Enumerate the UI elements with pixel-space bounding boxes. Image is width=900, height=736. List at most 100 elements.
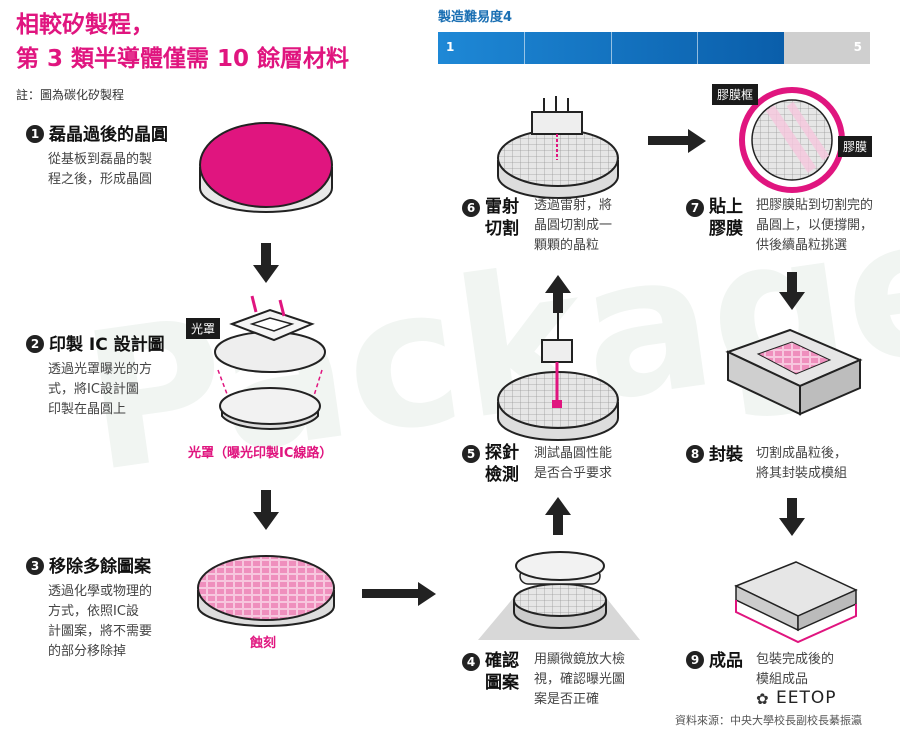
- step-desc-line: 供後續晶粒挑選: [756, 238, 848, 253]
- step-desc-line: 用顯微鏡放大檢: [534, 652, 626, 667]
- step-desc-line: 計圖案，將不需要: [48, 624, 153, 639]
- step-desc-line: 將其封裝成模組: [756, 466, 848, 481]
- finished-modules-illustration: [734, 561, 858, 644]
- step-title-line: 雷射: [485, 197, 519, 217]
- step-number: 3: [26, 557, 44, 575]
- film-frame-tag: 膠膜框: [712, 84, 759, 105]
- step-title: 磊晶過後的晶圓: [49, 125, 168, 145]
- step-desc-line: 透過雷射，將: [534, 198, 613, 213]
- difficulty-bar: 1 5: [438, 32, 870, 64]
- package-module-illustration: [725, 328, 863, 416]
- step-desc-line: 方式，依照IC設: [48, 604, 139, 619]
- laser-cutting-illustration: [497, 96, 619, 199]
- arrow-down-3: [779, 272, 805, 310]
- step-title: 封裝: [709, 445, 743, 465]
- etch-caption: 蝕刻: [250, 636, 277, 651]
- step-title: 印製 IC 設計圖: [49, 335, 165, 355]
- difficulty-value: 4: [503, 10, 513, 25]
- step-desc-line: 程之後，形成晶圓: [48, 172, 153, 187]
- bar-divider: [697, 32, 698, 64]
- step-4-desc: 用顯微鏡放大檢 視，確認曝光圖 案是否正確: [534, 650, 625, 710]
- step-8-desc: 切割成晶粒後， 將其封裝成模組: [756, 444, 847, 484]
- step-desc-line: 透過化學或物理的: [48, 584, 153, 599]
- step-title: 移除多餘圖案: [49, 557, 151, 577]
- difficulty-min: 1: [446, 40, 455, 54]
- step-desc-line: 模組成品: [756, 672, 809, 687]
- step-desc-line: 印製在晶圓上: [48, 402, 127, 417]
- step-desc-line: 晶圓切割成一: [534, 218, 613, 233]
- step-desc-line: 包裝完成後的: [756, 652, 835, 667]
- arrow-down-1: [253, 243, 279, 283]
- step-6-desc: 透過雷射，將 晶圓切割成一 顆顆的晶粒: [534, 196, 612, 256]
- step-4: 4 確認圖案: [462, 650, 519, 694]
- etched-wafer-illustration: [197, 555, 335, 627]
- step-title-line: 探針: [485, 443, 519, 463]
- mask-tag: 光罩: [186, 318, 221, 339]
- step-desc-line: 切割成晶粒後，: [756, 446, 848, 461]
- step-title: 成品: [709, 651, 743, 671]
- arrow-down-2: [253, 490, 279, 530]
- step-title-line: 檢測: [485, 465, 519, 485]
- title-line-2: 第 3 類半導體僅需 10 餘層材料: [16, 46, 350, 72]
- step-number: 6: [462, 199, 480, 217]
- step-7: 7 貼上膠膜: [686, 196, 743, 240]
- bar-divider: [611, 32, 612, 64]
- step-number: 7: [686, 199, 704, 217]
- step-desc-line: 視，確認曝光圖: [534, 672, 626, 687]
- step-9-desc: 包裝完成後的 模組成品: [756, 650, 834, 690]
- film-tag: 膠膜: [838, 136, 873, 157]
- step-9: 9 成品: [686, 650, 743, 672]
- step-desc-line: 測試晶圓性能: [534, 446, 613, 461]
- title-line-1: 相較矽製程，: [16, 12, 154, 38]
- step-title-line: 圖案: [485, 673, 519, 693]
- step-desc-line: 晶圓上，以便撐開，: [756, 218, 874, 233]
- step-desc-line: 把膠膜貼到切割完的: [756, 198, 874, 213]
- step-1: 1 磊晶過後的晶圓 從基板到磊晶的製 程之後，形成晶圓: [26, 124, 168, 190]
- difficulty-label: 製造難易度: [438, 10, 504, 25]
- step-desc-line: 的部分移除掉: [48, 644, 127, 659]
- step-desc-line: 式，將IC設計圖: [48, 382, 139, 397]
- step-title-line: 膠膜: [709, 219, 743, 239]
- step-6: 6 雷射切割: [462, 196, 519, 240]
- source-note: 資料來源：中央大學校長副校長綦振瀛: [675, 714, 862, 727]
- note-text: 註：圖為碳化矽製程: [16, 88, 125, 102]
- film-frame-illustration: [739, 87, 845, 193]
- step-number: 5: [462, 445, 480, 463]
- step-desc-line: 透過光罩曝光的方: [48, 362, 153, 377]
- step-2: 2 印製 IC 設計圖 透過光罩曝光的方 式，將IC設計圖 印製在晶圓上: [26, 334, 165, 420]
- mask-exposure-illustration: [214, 295, 326, 430]
- arrow-up-1: [545, 497, 571, 535]
- step-title-line: 貼上: [709, 197, 743, 217]
- arrow-up-2: [545, 275, 571, 313]
- step-5: 5 探針檢測: [462, 442, 519, 486]
- step-title-line: 確認: [485, 651, 519, 671]
- step-5-desc: 測試晶圓性能 是否合乎要求: [534, 444, 612, 484]
- step-number: 1: [26, 125, 44, 143]
- difficulty-bar-fill: [438, 32, 784, 64]
- step-8: 8 封裝: [686, 444, 743, 466]
- wechat-icon: ✿: [756, 690, 769, 708]
- step-number: 9: [686, 651, 704, 669]
- difficulty-max: 5: [853, 40, 862, 54]
- step-desc-line: 案是否正確: [534, 692, 600, 707]
- brand-logo-text: EETOP: [776, 688, 837, 708]
- arrow-right-1: [362, 582, 436, 606]
- arrow-down-4: [779, 498, 805, 536]
- bar-divider: [524, 32, 525, 64]
- step-desc-line: 是否合乎要求: [534, 466, 613, 481]
- step-desc-line: 顆顆的晶粒: [534, 238, 600, 253]
- step-number: 8: [686, 445, 704, 463]
- page-title: 相較矽製程， 第 3 類半導體僅需 10 餘層材料: [16, 8, 349, 76]
- arrow-right-2: [648, 129, 706, 153]
- step-title-line: 切割: [485, 219, 519, 239]
- step-3: 3 移除多餘圖案 透過化學或物理的 方式，依照IC設 計圖案，將不需要 的部分移除…: [26, 556, 152, 662]
- step-7-desc: 把膠膜貼到切割完的 晶圓上，以便撐開， 供後續晶粒挑選: [756, 196, 873, 256]
- probe-test-illustration: [497, 312, 619, 441]
- difficulty-label-group: 製造難易度4: [438, 6, 512, 25]
- microscope-inspection-illustration: [478, 551, 640, 640]
- step-desc-line: 從基板到磊晶的製: [48, 152, 153, 167]
- step-number: 2: [26, 335, 44, 353]
- mask-caption: 光罩（曝光印製IC線路）: [188, 446, 333, 461]
- step-number: 4: [462, 653, 480, 671]
